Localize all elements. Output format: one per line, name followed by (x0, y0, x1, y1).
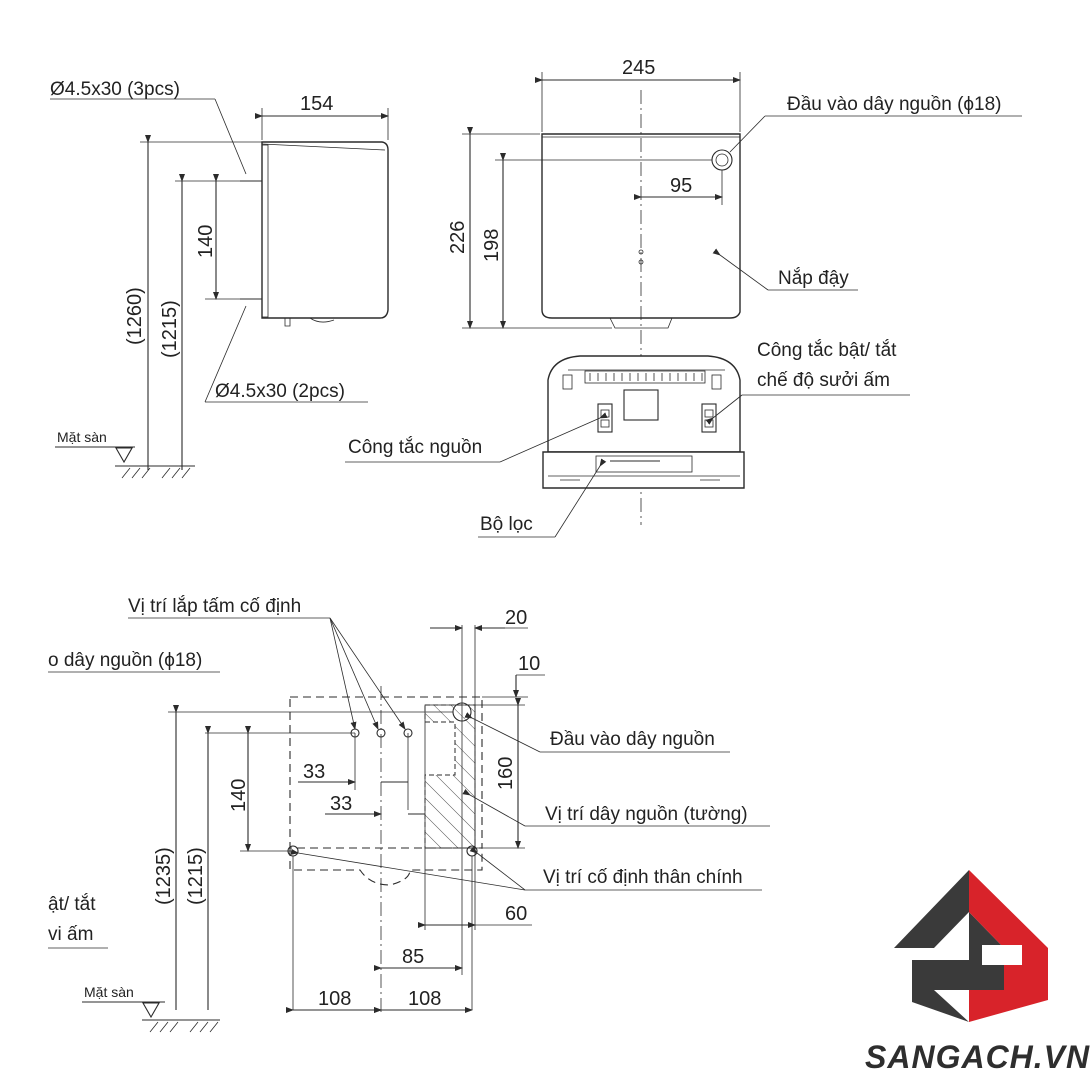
mount-dim-85: 85 (402, 946, 424, 968)
heat-switch (701, 403, 717, 433)
mount-dim-10: 10 (518, 653, 540, 675)
mount-dim-20: 20 (505, 607, 527, 629)
screw-top-label: Ø4.5x30 (3pcs) (50, 79, 180, 100)
filter-label: Bộ lọc (480, 514, 533, 535)
front-view: 245 226 198 95 Đầu vào dây nguồn (ϕ18) N… (345, 57, 1022, 538)
heat-switch-label-2: chế độ sưởi ấm (757, 370, 890, 391)
side-floor-label: Mặt sàn (57, 429, 107, 445)
mount-dim-1215: (1215) (185, 847, 207, 905)
cover-label: Nắp đậy (778, 267, 849, 289)
mount-view: 33 33 20 10 160 140 (1235) (1215) (48, 595, 770, 1033)
mount-dim-33a: 33 (303, 761, 325, 783)
mount-dim-60: 60 (505, 903, 527, 925)
logo-dark-shape (894, 870, 1004, 1022)
mount-plate-label: Vị trí lắp tấm cố định (128, 595, 301, 617)
mount-dim-140: 140 (228, 779, 250, 812)
side-view: 154 140 (1260) (1215) Mặt sàn Ø4.5x30 (3… (50, 79, 389, 479)
mount-dim-1235: (1235) (153, 847, 175, 905)
mount-dim-160: 160 (495, 757, 517, 790)
brand-text: SANGACH.VN (865, 1039, 1090, 1075)
main-fix-label: Vị trí cố định thân chính (543, 867, 743, 888)
side-dim-width: 154 (300, 93, 333, 115)
wall-wire-label: Vị trí dây nguồn (tường) (545, 804, 748, 825)
partial-heat-label-1: ật/ tắt (48, 893, 96, 915)
front-dim-245: 245 (622, 57, 655, 79)
mount-dim-33b: 33 (330, 793, 352, 815)
mount-dim-108a: 108 (318, 988, 351, 1010)
inner-panel (547, 355, 741, 453)
power-switch-label: Công tắc nguồn (348, 436, 482, 458)
filter-body (542, 451, 745, 489)
mount-dim-108b: 108 (408, 988, 441, 1010)
front-body (541, 133, 741, 319)
front-dim-198: 198 (481, 229, 503, 262)
side-dim-1260: (1260) (124, 287, 146, 345)
terminal-row (584, 370, 706, 384)
side-body (261, 141, 389, 319)
power-inlet-label: Đầu vào dây nguồn (ϕ18) (787, 94, 1002, 115)
heat-switch-label-1: Công tắc bật/ tắt (757, 339, 897, 361)
sangach-logo: SANGACH.VN (865, 870, 1090, 1075)
front-dim-226: 226 (447, 221, 469, 254)
mount-floor-label: Mặt sàn (84, 984, 134, 1000)
screw-bottom-label: Ø4.5x30 (2pcs) (215, 381, 345, 402)
side-dim-140: 140 (195, 225, 217, 258)
wall-wire-area (424, 704, 476, 849)
mount-inlet-label: Đầu vào dây nguồn (550, 729, 715, 750)
side-dim-1215: (1215) (159, 300, 181, 358)
power-switch (597, 403, 613, 433)
mount-inlet-partial-label: o dây nguồn (ϕ18) (48, 650, 202, 671)
front-dim-95: 95 (670, 175, 692, 197)
partial-heat-label-2: vi ấm (48, 924, 93, 945)
